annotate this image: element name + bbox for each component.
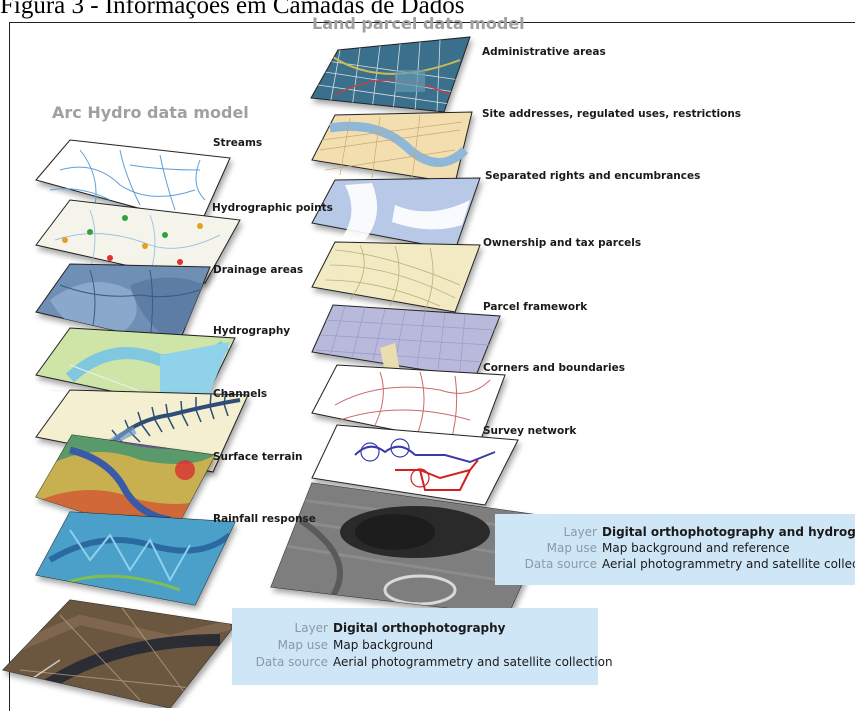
layer-site-addresses [311, 111, 473, 184]
legend-value: Aerial photogrammetry and satellite coll… [602, 557, 855, 571]
legend-value: Digital orthophotography [333, 621, 506, 635]
legend-key: Layer [294, 621, 328, 635]
legend-key: Data source [255, 655, 328, 669]
legend-value: Map background [333, 638, 434, 652]
arc-hydro-layer-label: Streams [213, 137, 263, 149]
layer-separated-rights [311, 177, 481, 251]
figure-frame [9, 22, 855, 711]
arc-hydro-layer-label: Channels [213, 388, 268, 400]
legend-value: Map background and reference [602, 541, 790, 555]
land-parcel-layer-label: Administrative areas [482, 46, 606, 58]
land-parcel-layer-label: Ownership and tax parcels [483, 237, 642, 249]
legend-value: Digital orthophotography and hydrography [602, 525, 855, 539]
legend-key: Map use [546, 541, 597, 555]
layer-hydrography [35, 327, 236, 411]
land-parcel-title: Land parcel data model [312, 14, 525, 33]
layer-survey-network [311, 424, 519, 506]
land-parcel-layer-label: Separated rights and encumbrances [485, 170, 701, 182]
arc-hydro-legend: Layer Digital orthophotography Map use M… [232, 608, 613, 685]
legend-key: Layer [563, 525, 597, 539]
land-parcel-layer-label: Site addresses, regulated uses, restrict… [482, 108, 742, 120]
layer-parcel-framework [311, 304, 501, 379]
land-parcel-legend: Layer Digital orthophotography and hydro… [495, 514, 855, 585]
land-parcel-layer-label: Survey network [483, 425, 577, 437]
land-parcel-layer-label: Parcel framework [483, 301, 588, 313]
arc-hydro-layer-label: Hydrography [213, 325, 291, 337]
legend-key: Data source [524, 557, 597, 571]
layer-ownership-tax-parcels [311, 241, 481, 313]
arc-hydro-title: Arc Hydro data model [52, 103, 249, 122]
land-parcel-layer-label: Corners and boundaries [483, 362, 625, 374]
arc-hydro-layer-label: Surface terrain [213, 451, 303, 463]
layer-rainfall-response [35, 511, 236, 606]
layer-digital-orthophotography [2, 599, 236, 708]
legend-key: Map use [277, 638, 328, 652]
legend-value: Aerial photogrammetry and satellite coll… [333, 655, 613, 669]
figure-caption: Figura 3 - Informações em Camadas de Dad… [0, 0, 465, 19]
layer-streams [35, 139, 231, 226]
layer-corners-boundaries [311, 364, 506, 448]
arc-hydro-layer-label: Hydrographic points [212, 202, 333, 214]
arc-hydro-layer-label: Rainfall response [213, 513, 316, 525]
layer-administrative-areas [310, 36, 471, 113]
arc-hydro-layer-label: Drainage areas [213, 264, 304, 276]
